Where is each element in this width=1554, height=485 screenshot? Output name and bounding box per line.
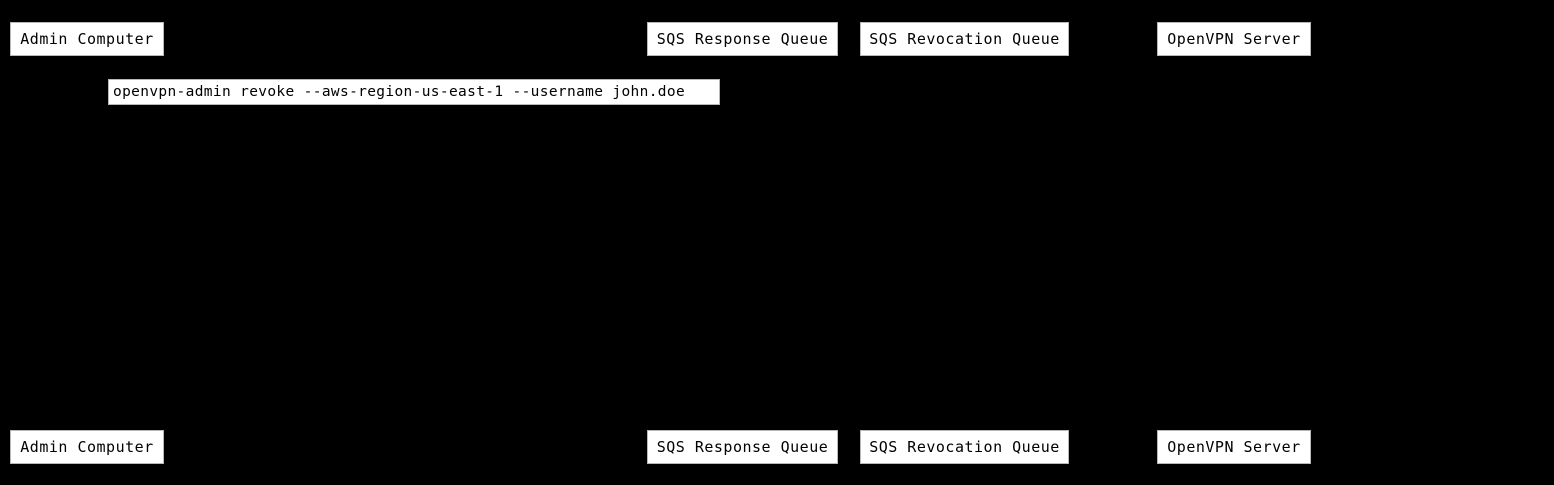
participant-sqs-response-queue-bottom[interactable]: SQS Response Queue: [647, 430, 838, 464]
participant-sqs-revocation-queue-top[interactable]: SQS Revocation Queue: [860, 22, 1069, 56]
participant-sqs-revocation-queue-bottom[interactable]: SQS Revocation Queue: [860, 430, 1069, 464]
participant-openvpn-server-top[interactable]: OpenVPN Server: [1157, 22, 1311, 56]
participant-admin-computer-bottom[interactable]: Admin Computer: [10, 430, 164, 464]
lifeline-sqs-revocation-queue: [964, 55, 965, 430]
message-label-revoke-command[interactable]: openvpn-admin revoke --aws-region-us-eas…: [108, 79, 720, 105]
participant-sqs-response-queue-top[interactable]: SQS Response Queue: [647, 22, 838, 56]
participant-admin-computer-top[interactable]: Admin Computer: [10, 22, 164, 56]
message-arrow-revoke-command: [108, 103, 269, 109]
lifeline-admin-computer: [87, 55, 88, 430]
lifeline-sqs-response-queue: [742, 55, 743, 430]
lifeline-openvpn-server: [1234, 55, 1235, 430]
participant-openvpn-server-bottom[interactable]: OpenVPN Server: [1157, 430, 1311, 464]
